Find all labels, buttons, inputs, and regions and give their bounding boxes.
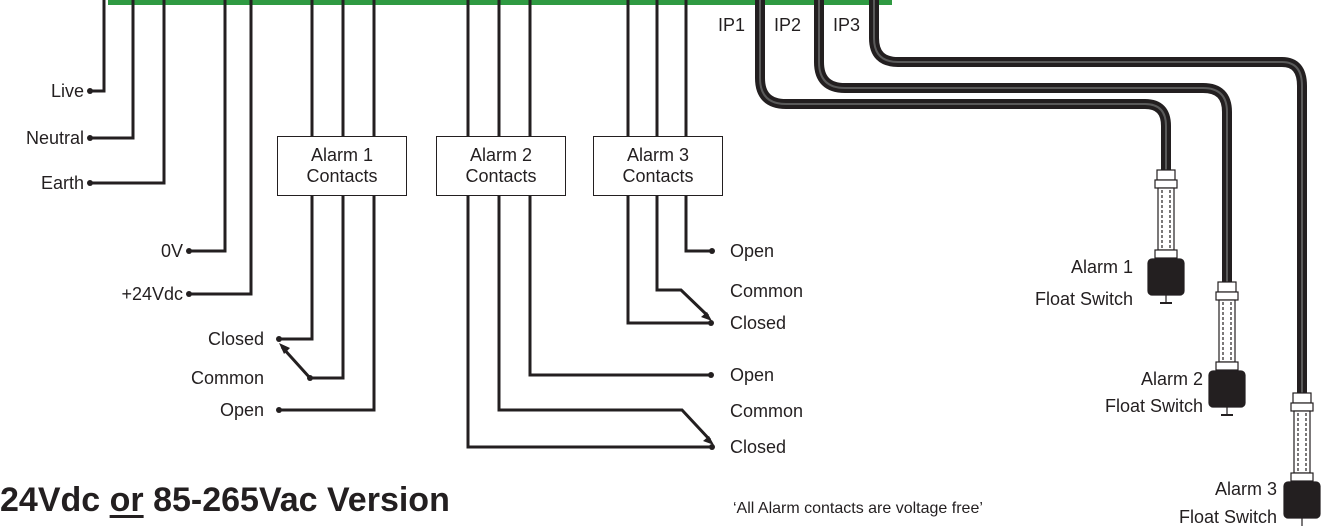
alarm1-contacts-line2: Contacts: [306, 166, 378, 186]
alarm1-closed-label: Closed: [207, 329, 264, 349]
float-switch-3-icon: [1283, 392, 1321, 526]
alarm1-contacts-box: Alarm 1 Contacts: [277, 136, 407, 196]
live-label: Live: [50, 81, 84, 101]
alarm2-closed-label: Closed: [730, 437, 787, 457]
alarm1-common-label: Common: [190, 368, 264, 388]
alarm1-contact-wires: [279, 0, 376, 412]
power-wires: [89, 0, 253, 296]
alarm1-contacts-line1: Alarm 1: [310, 145, 373, 165]
float-switch-2-icon: [1208, 281, 1246, 416]
float2-line1: Alarm 2: [1140, 369, 1203, 389]
alarm3-contacts-line2: Contacts: [622, 166, 694, 186]
alarm2-terminals: [708, 372, 715, 450]
alarm2-contact-wires: [466, 0, 712, 449]
float1-line2: Float Switch: [1034, 289, 1133, 309]
alarm1-terminals: [276, 336, 313, 413]
float-cables: [755, 0, 1307, 395]
zero-v-label: 0V: [160, 241, 183, 261]
alarm3-closed-label: Closed: [730, 313, 787, 333]
alarm1-switch-arrow: [279, 343, 290, 354]
float2-line2: Float Switch: [1104, 396, 1203, 416]
ip2-label: IP2: [774, 15, 802, 35]
version-title: 24Vdc or 85-265Vac Version: [0, 480, 450, 520]
title-or: or: [109, 481, 144, 519]
ip3-label: IP3: [833, 15, 861, 35]
alarm2-open-label: Open: [730, 365, 775, 385]
float-switch-1-icon: [1147, 169, 1185, 304]
alarm3-open-label: Open: [730, 241, 775, 261]
alarm3-common-label: Common: [730, 281, 804, 301]
earth-label: Earth: [40, 173, 84, 193]
plus24vdc-label: +24Vdc: [121, 284, 183, 304]
alarm3-switch-arrow: [701, 312, 712, 321]
alarm2-switch-arrow: [703, 436, 714, 445]
alarm2-common-label: Common: [730, 401, 804, 421]
alarm2-contacts-box: Alarm 2 Contacts: [436, 136, 566, 196]
alarm3-contacts-box: Alarm 3 Contacts: [593, 136, 723, 196]
title-part1: 24Vdc: [0, 481, 110, 519]
alarm3-contacts-line1: Alarm 3: [626, 145, 689, 165]
alarm2-contacts-line1: Alarm 2: [469, 145, 532, 165]
power-terminals: [87, 88, 192, 297]
ip1-label: IP1: [718, 15, 746, 35]
voltage-free-note: ‘All Alarm contacts are voltage free’: [733, 500, 983, 517]
float1-line1: Alarm 1: [1070, 257, 1133, 277]
neutral-label: Neutral: [25, 128, 84, 148]
title-part2: 85-265Vac Version: [143, 481, 450, 519]
alarm1-open-label: Open: [219, 400, 264, 420]
alarm3-terminals: [708, 248, 715, 326]
float3-line1: Alarm 3: [1214, 479, 1277, 499]
float3-line2: Float Switch: [1178, 507, 1277, 527]
alarm3-contact-wires: [626, 0, 711, 325]
alarm2-contacts-line2: Contacts: [465, 166, 537, 186]
